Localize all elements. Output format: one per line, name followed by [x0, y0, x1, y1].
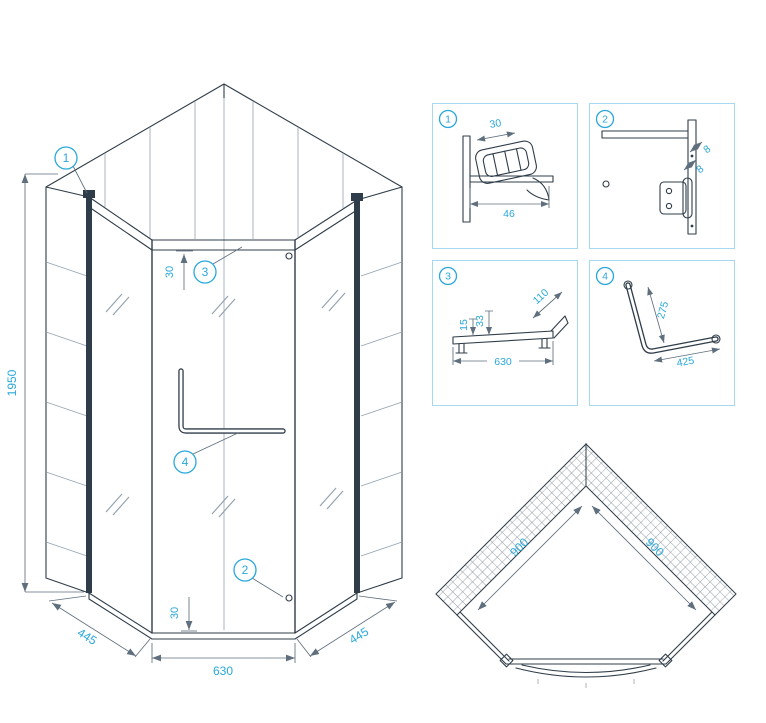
main-isometric-drawing: 1950 445 630 445 30 30 1 3 4 2 [5, 83, 403, 678]
callout-2-circle [233, 558, 257, 582]
enclosure-plan [456, 611, 716, 688]
glass-shine-marks [105, 289, 346, 518]
wall-profile-left [86, 197, 92, 593]
callout-1-circle [54, 146, 78, 170]
plan-dims [477, 505, 697, 611]
wall-profile-cap-left [83, 190, 95, 198]
detail-3-drawing: 3 110 33 15 630 [438, 266, 569, 368]
detail-box-3: 3 110 33 15 630 [432, 260, 578, 406]
detail-1-dims [469, 131, 550, 208]
detail-1-drawing: 1 30 46 [438, 109, 554, 223]
dim-top-offset-label: 30 [164, 266, 176, 278]
detail-3-number-circle [438, 266, 458, 286]
detail-3-dim-c: 15 [458, 319, 470, 331]
walls-plan [435, 442, 737, 616]
callout-4-label: 4 [182, 455, 189, 469]
clamp-profile-drawing [462, 135, 554, 223]
detail-1-dim-b: 46 [503, 208, 515, 220]
enclosure-frame [83, 190, 363, 640]
plan-view-drawing: 900 900 [435, 442, 737, 688]
wall-profile-cap-right [351, 193, 363, 201]
door-pivot-bottom [285, 594, 293, 602]
detail-2-drawing: 2 8 8 [595, 109, 713, 235]
detail-3-dim-d: 630 [494, 356, 512, 368]
detail-2-number: 2 [602, 114, 608, 126]
support-bar-drawing [452, 315, 569, 354]
detail-4-dims [647, 286, 721, 363]
detail-4-dim-a: 275 [655, 300, 671, 320]
towel-bar [178, 368, 286, 434]
door-pivot-top [285, 252, 293, 260]
detail-box-2: 2 8 8 [589, 103, 735, 249]
hinge-drawing [601, 119, 697, 235]
detail-4-dim-b: 425 [676, 355, 695, 370]
detail-3-dims [452, 291, 563, 365]
callout-4-circle [173, 450, 197, 474]
detail-1-number-circle [438, 109, 458, 129]
wall-profile-right [354, 200, 360, 593]
detail-1-dim-a: 30 [489, 117, 503, 131]
plan-view-container: 900 900 [428, 438, 748, 713]
door-hinge-right-plan [658, 653, 673, 668]
detail-2-dim-a: 8 [701, 143, 713, 156]
dim-height-label: 1950 [5, 369, 19, 396]
callout-3-label: 3 [202, 265, 209, 279]
detail-4-number-circle [595, 266, 615, 286]
walls [45, 83, 403, 630]
dimension-lines [21, 173, 398, 663]
callouts: 1 3 4 2 [54, 146, 284, 598]
dim-width-label: 630 [213, 664, 233, 678]
callout-3-circle [193, 260, 217, 284]
detail-1-number: 1 [445, 114, 451, 126]
detail-3-dim-b: 33 [474, 315, 486, 327]
detail-2-number-circle [595, 109, 615, 129]
detail-4-number: 4 [602, 271, 608, 283]
door-hinge-left-plan [499, 653, 514, 668]
callout-1-label: 1 [63, 151, 70, 165]
detail-2-dims [683, 141, 703, 171]
detail-3-number: 3 [445, 271, 451, 283]
callout-2-label: 2 [242, 563, 249, 577]
detail-box-4: 4 275 425 [589, 260, 735, 406]
detail-box-1: 1 30 46 [432, 103, 578, 249]
dim-depth-left-label: 445 [75, 625, 100, 648]
towel-bar-detail-drawing [623, 280, 721, 354]
dim-depth-right-label: 445 [347, 624, 372, 647]
dim-bottom-offset-label: 30 [169, 607, 181, 619]
detail-4-drawing: 4 275 425 [595, 266, 721, 370]
